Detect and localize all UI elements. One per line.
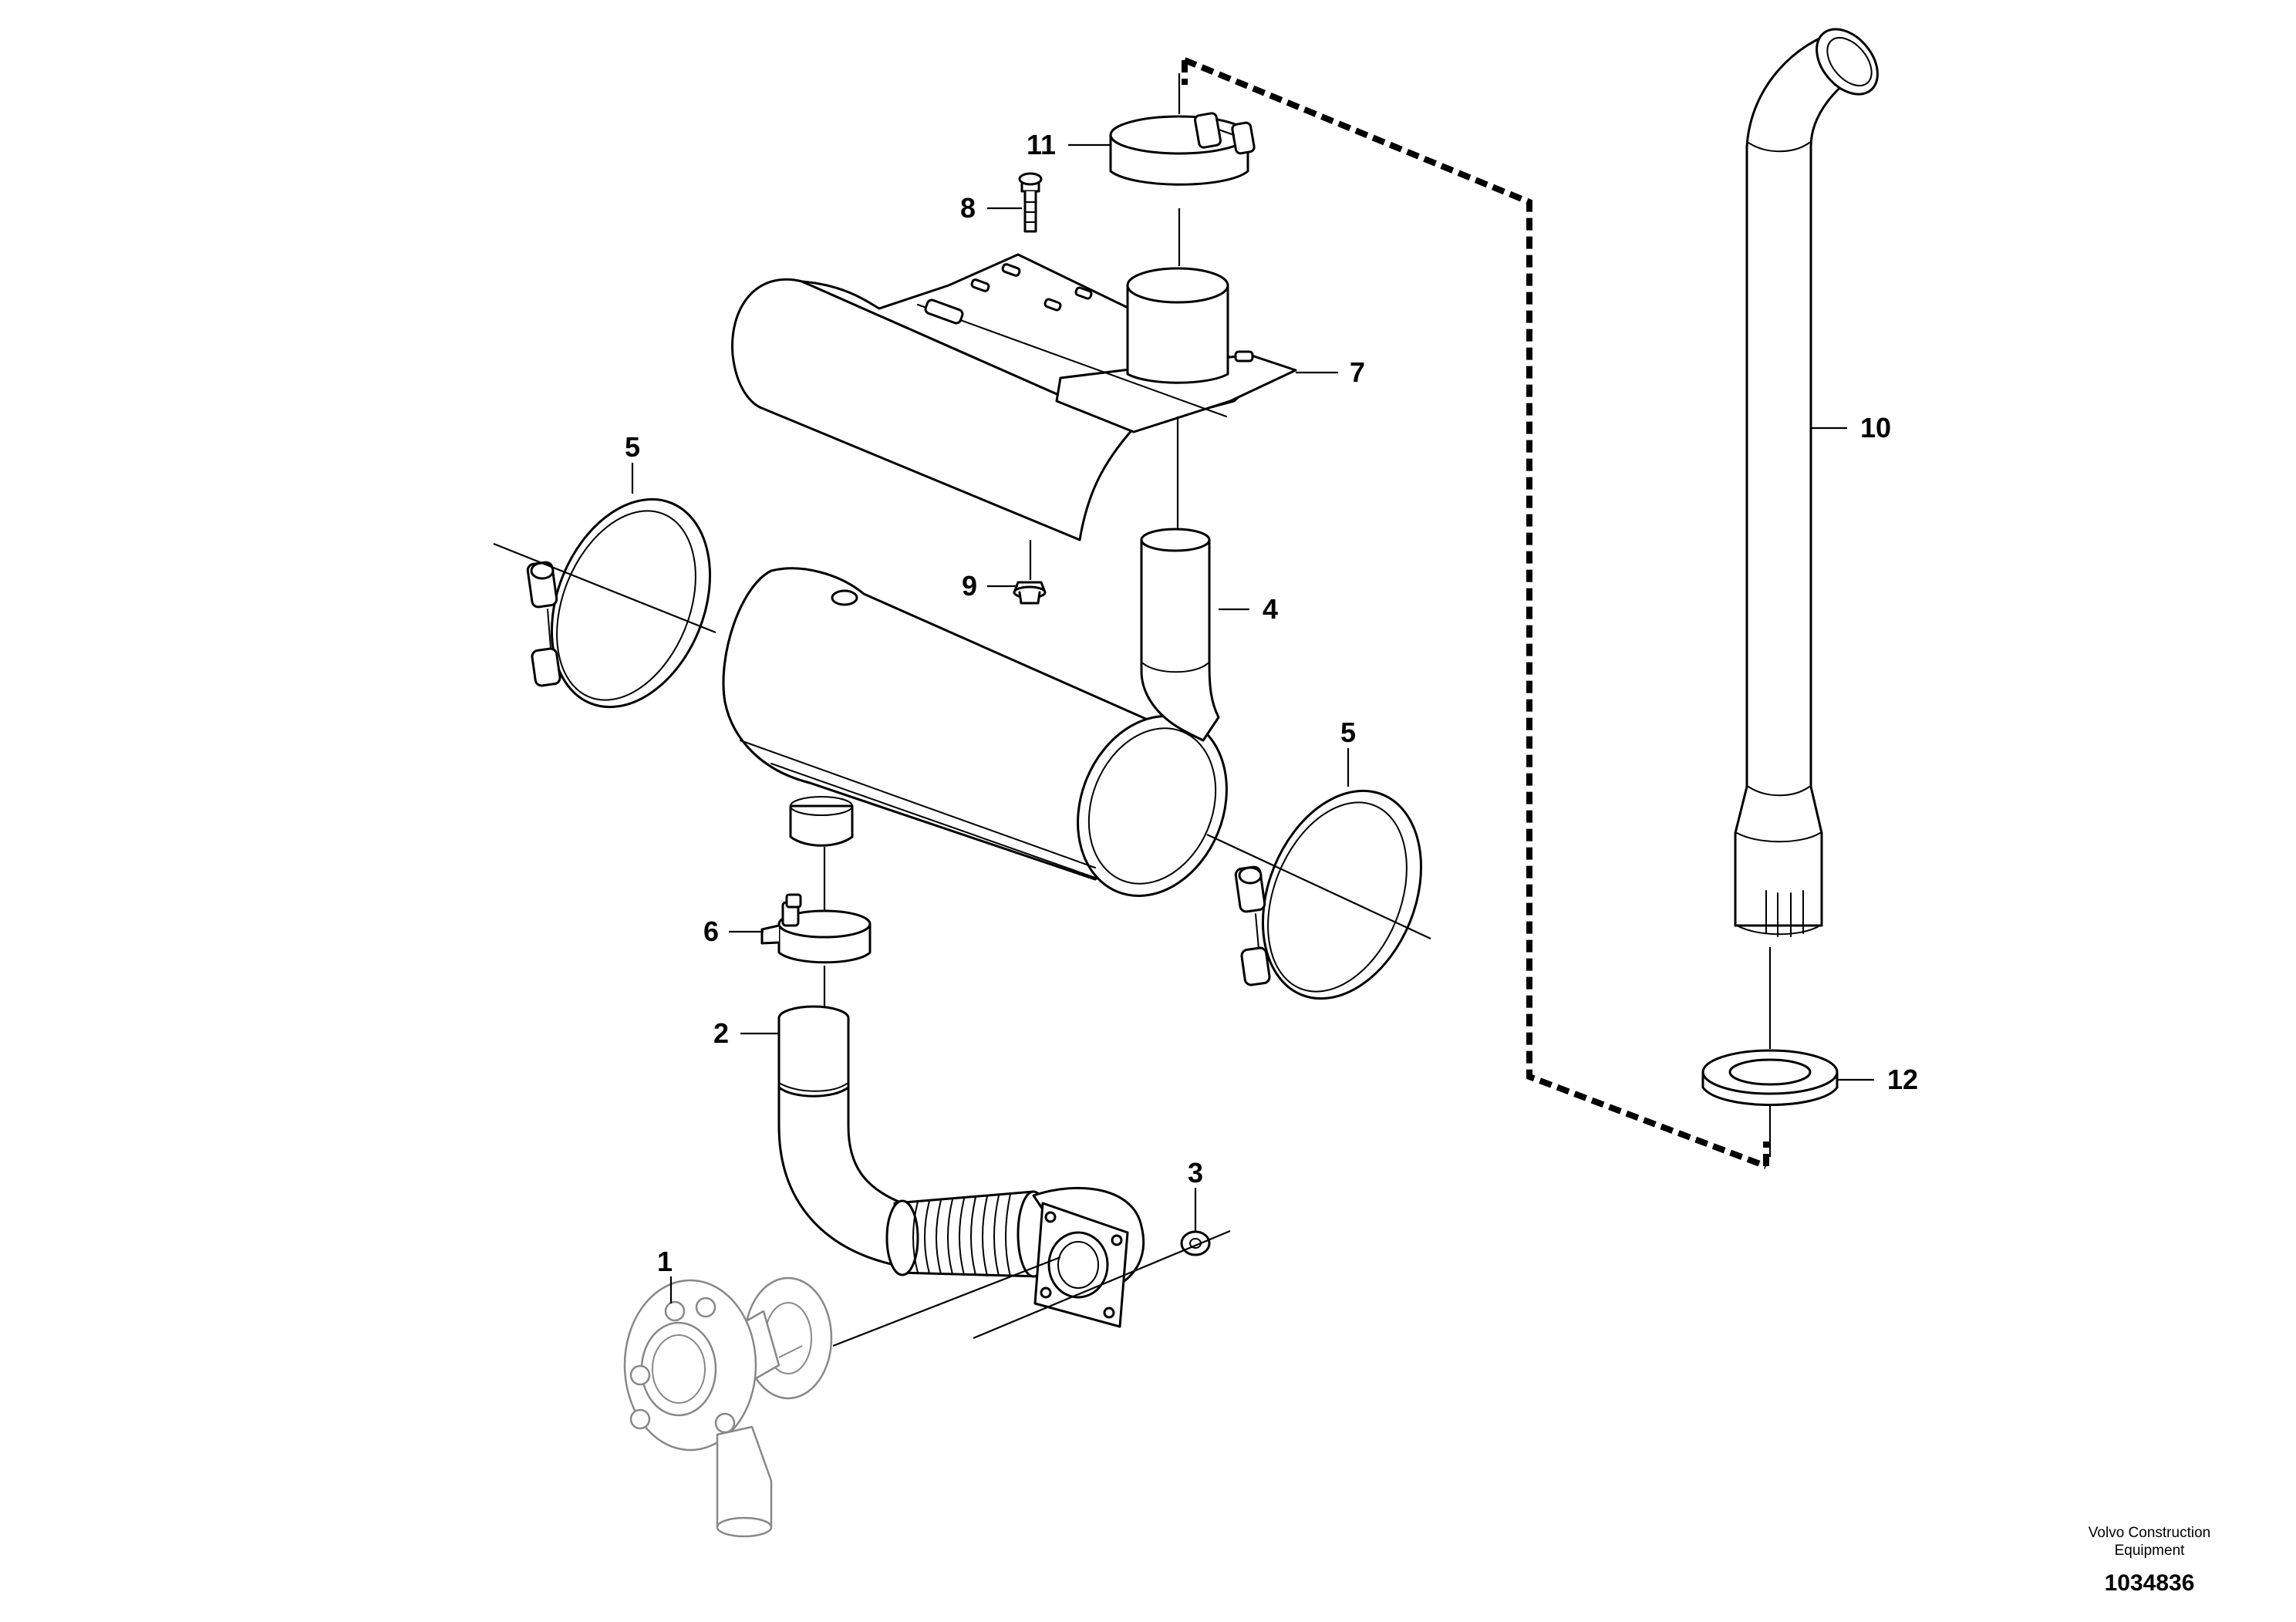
callout-2: 2 bbox=[713, 1017, 729, 1049]
heat-shield-bracket bbox=[731, 253, 1297, 541]
callout-9: 9 bbox=[962, 570, 977, 602]
large-clamp-left bbox=[526, 497, 712, 709]
small-clamp bbox=[760, 893, 872, 964]
clamp-top bbox=[1109, 112, 1256, 186]
assembly-lines bbox=[493, 73, 1772, 1347]
figure-id: 1034836 bbox=[2105, 1570, 2195, 1596]
outlet-pipe bbox=[1140, 528, 1220, 742]
turbocharger bbox=[623, 1276, 833, 1538]
callout-6: 6 bbox=[703, 916, 719, 947]
callout-3: 3 bbox=[1188, 1157, 1203, 1189]
callout-labels: 1 2 3 4 5 5 6 7 8 9 10 11 12 bbox=[625, 129, 1918, 1277]
callout-8: 8 bbox=[960, 192, 976, 224]
assembly-boundary bbox=[1182, 57, 1769, 1169]
callout-5-right: 5 bbox=[1340, 717, 1356, 748]
brand-line-2: Equipment bbox=[2115, 1543, 2186, 1559]
brand-line-1: Volvo Construction bbox=[2089, 1525, 2210, 1541]
large-clamp-right bbox=[1234, 789, 1423, 1000]
callout-5-left: 5 bbox=[625, 431, 640, 463]
bracket-outlet-pipe bbox=[1126, 267, 1229, 384]
footer: Volvo Construction Equipment 1034836 bbox=[2089, 1525, 2210, 1596]
callout-11: 11 bbox=[1027, 129, 1056, 160]
muffler bbox=[722, 567, 1228, 897]
exhaust-stack bbox=[1734, 28, 1879, 937]
callout-1: 1 bbox=[657, 1246, 673, 1277]
callout-12: 12 bbox=[1887, 1064, 1918, 1095]
washer bbox=[1180, 1230, 1211, 1256]
bolt bbox=[1018, 172, 1043, 233]
spacer-ring bbox=[1701, 1049, 1839, 1106]
nut bbox=[1013, 581, 1047, 605]
callout-4: 4 bbox=[1263, 593, 1278, 625]
callout-10: 10 bbox=[1860, 412, 1891, 443]
exhaust-pipe-with-bellows bbox=[777, 1005, 1145, 1328]
callout-7: 7 bbox=[1350, 356, 1365, 388]
callout-leaders bbox=[631, 143, 1874, 1303]
bellows-ribs bbox=[912, 1193, 1011, 1277]
